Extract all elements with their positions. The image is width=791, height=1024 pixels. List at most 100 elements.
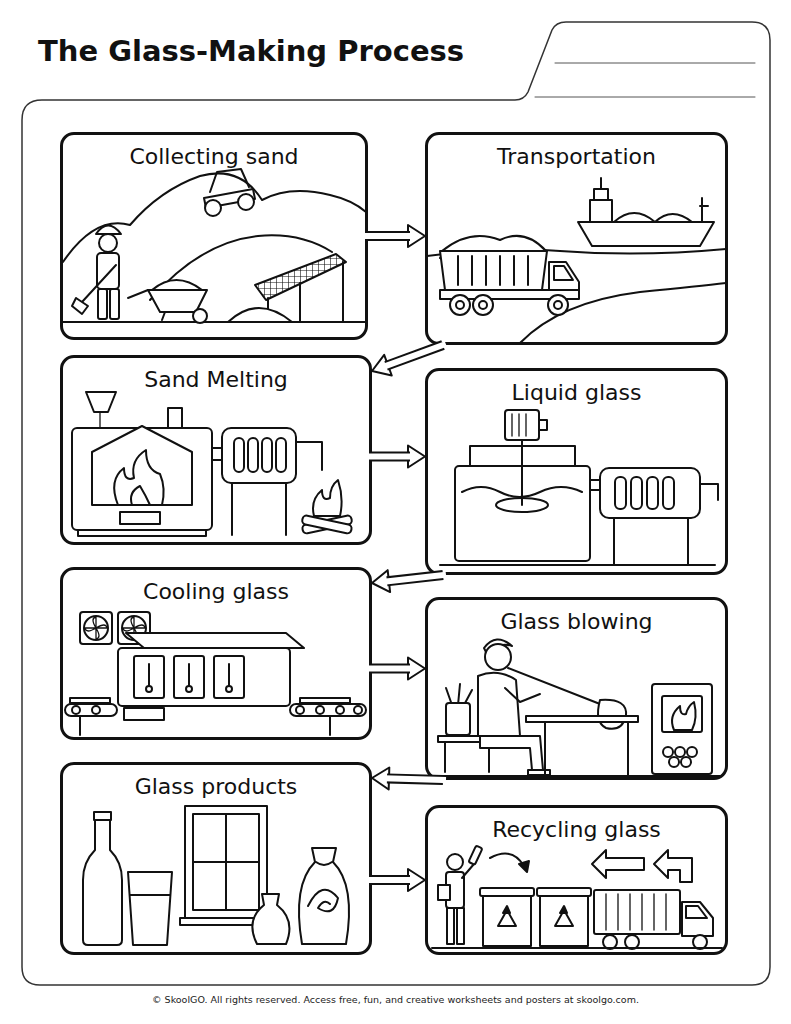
dump-truck [471,256,473,285]
step-heading: Recycling glass [428,808,725,842]
conveyor-belt [336,706,344,714]
dump-truck [440,251,547,290]
glass-window [193,814,259,910]
cargo-ship [701,198,703,222]
recycling-bins [560,906,567,913]
melting-furnace [168,408,182,430]
dump-truck [457,256,459,285]
drinking-glass [130,894,170,896]
process-box: Recycling glass [425,805,728,955]
mixing-vat [518,414,519,436]
campfire [302,480,353,534]
cargo-ship [614,213,692,222]
heat-exchanger [631,477,642,509]
cargo-ship [578,222,714,246]
melting-furnace [131,486,150,505]
conveyor-belt [65,698,366,735]
cooling-tunnel [226,686,232,692]
glory-hole-furnace [435,775,720,777]
flow-arrow [372,767,443,789]
tool-jar [444,742,446,772]
process-box: Sand Melting [60,355,372,545]
heat-exchanger [615,477,626,509]
dump-truck [473,295,493,315]
sand-sieve [342,262,344,322]
arrow-head [408,658,425,680]
mixing-vat [511,414,512,436]
conveyor-belt [316,706,324,714]
recycling-bins [480,888,591,946]
page-frame [22,22,770,985]
page-frame [535,97,755,98]
heat-exchanger [687,518,689,565]
collection-truck [625,935,639,949]
worker-figure [72,226,121,320]
cooling-tunnel [118,633,304,720]
arrow-shaft [368,233,410,239]
recycling-person [519,861,529,872]
quad-bike [204,169,255,216]
arrow-shaft [372,875,410,885]
recycling-person [447,854,463,870]
step-heading: Cooling glass [63,570,369,604]
dump-truck [442,236,546,251]
heat-exchanger [234,438,244,472]
collection-truck [603,935,617,949]
page-frame [555,63,755,64]
glory-hole-furnace [652,684,712,774]
conveyor-belt [300,698,350,703]
cooling-tunnel [214,656,244,698]
melting-furnace [120,512,160,524]
conveyor-belt [296,706,304,714]
step-heading: Collecting sand [63,135,365,169]
recycling-bins [480,888,534,896]
glory-hole-furnace [672,702,696,730]
arrow-shaft [387,778,443,780]
collection-truck [682,902,713,936]
recycling-bins [537,888,591,896]
process-box: Transportation [425,132,728,345]
arrow-shaft [368,231,410,241]
drinking-glass [128,872,172,945]
cooling-tunnel [174,656,204,698]
sand-sieve [228,308,292,322]
dump-truck [499,256,501,285]
glass-bottle [94,812,111,820]
collection-truck [617,894,618,930]
cooling-tunnel [124,708,164,720]
glassblower [478,639,638,775]
mixing-vat [505,410,539,440]
arrow-head [372,355,392,376]
process-box: Glass blowing [425,597,728,780]
worker-figure [82,265,116,302]
cooling-fans [80,612,112,644]
campfire [302,515,353,534]
heat-exchanger [296,442,322,470]
heat-exchanger [647,477,658,509]
recycling-bins [503,906,510,913]
sand-sieve [299,283,301,322]
heat-exchanger [663,477,674,509]
collection-truck [641,894,642,930]
dump-truck [527,256,529,285]
melting-furnace [86,392,116,412]
glassblower [508,668,600,704]
page-frame [22,22,770,985]
arrow-head [408,869,425,891]
quad-bike [238,194,254,210]
wheelbarrow [128,290,148,298]
glassblower [505,688,540,702]
process-box: Glass products [60,762,372,955]
mixing-vat [525,414,526,436]
drinking-glass [128,872,172,945]
dump-truck [554,301,562,309]
dump-truck [440,236,579,315]
glassblower [528,770,550,775]
arrow-shaft [387,575,443,581]
glassblower [598,700,626,729]
recycling-person [447,908,454,944]
return-arrows [654,850,692,882]
shore-lines [427,244,726,343]
